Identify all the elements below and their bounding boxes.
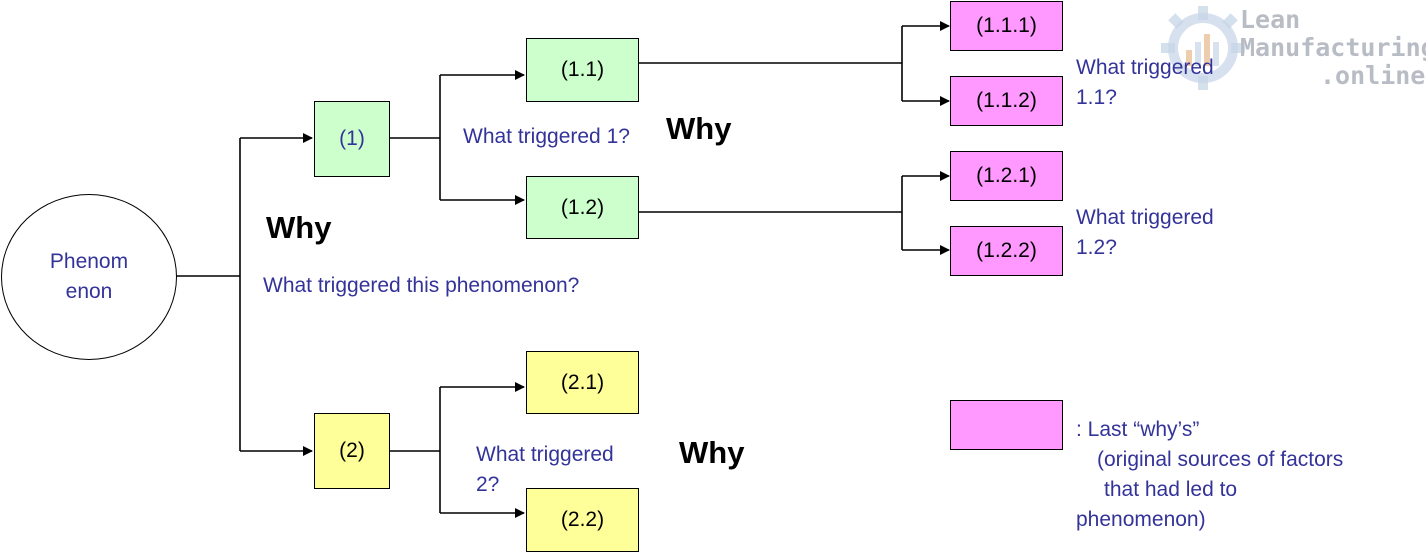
question-1-1-line1: What triggered xyxy=(1076,56,1214,79)
question-2-line2: 2? xyxy=(476,473,500,496)
phenomenon-node: Phenom enon xyxy=(1,194,177,360)
question-2-line1: What triggered xyxy=(476,443,614,466)
node-1-1: (1.1) xyxy=(526,38,639,102)
node-1: (1) xyxy=(314,101,390,177)
question-1-2-line1: What triggered xyxy=(1076,206,1214,229)
question-1: What triggered 1? xyxy=(463,125,630,148)
legend-text: : Last “why’s” (original sources of fact… xyxy=(1076,415,1343,535)
node-1-2-1: (1.2.1) xyxy=(950,151,1063,201)
legend-line4: phenomenon) xyxy=(1076,508,1206,531)
legend-swatch xyxy=(950,400,1063,450)
question-1-1-line2: 1.1? xyxy=(1076,86,1117,109)
phenomenon-label-line2: enon xyxy=(65,280,113,303)
question-2: What triggered 2? xyxy=(476,440,614,500)
logo-text-line3: .online xyxy=(1320,61,1426,90)
why-label: Why xyxy=(266,210,332,245)
question-root: What triggered this phenomenon? xyxy=(263,274,580,297)
node-1-2-2: (1.2.2) xyxy=(950,226,1063,276)
question-1-2: What triggered 1.2? xyxy=(1076,203,1214,263)
why-label: Why xyxy=(679,435,745,470)
logo-text-line1: Lean xyxy=(1240,5,1301,34)
question-1-1: What triggered 1.1? xyxy=(1076,53,1214,113)
gear-icon xyxy=(1161,6,1245,90)
lean-manufacturing-logo: Lean Manufacturing .online xyxy=(1148,2,1426,94)
question-1-2-line2: 1.2? xyxy=(1076,236,1117,259)
logo-text-line2: Manufacturing xyxy=(1240,33,1426,62)
legend-line2: (original sources of factors xyxy=(1097,448,1344,471)
node-1-1-1: (1.1.1) xyxy=(950,1,1063,51)
legend-line1: : Last “why’s” xyxy=(1076,418,1200,441)
node-2: (2) xyxy=(314,413,390,489)
node-2-1: (2.1) xyxy=(526,351,639,414)
node-1-2: (1.2) xyxy=(526,176,639,239)
why-label: Why xyxy=(666,111,732,146)
phenomenon-label-line1: Phenom xyxy=(49,250,129,273)
legend-line3: that had led to xyxy=(1104,478,1238,501)
node-1-1-2: (1.1.2) xyxy=(950,76,1063,126)
